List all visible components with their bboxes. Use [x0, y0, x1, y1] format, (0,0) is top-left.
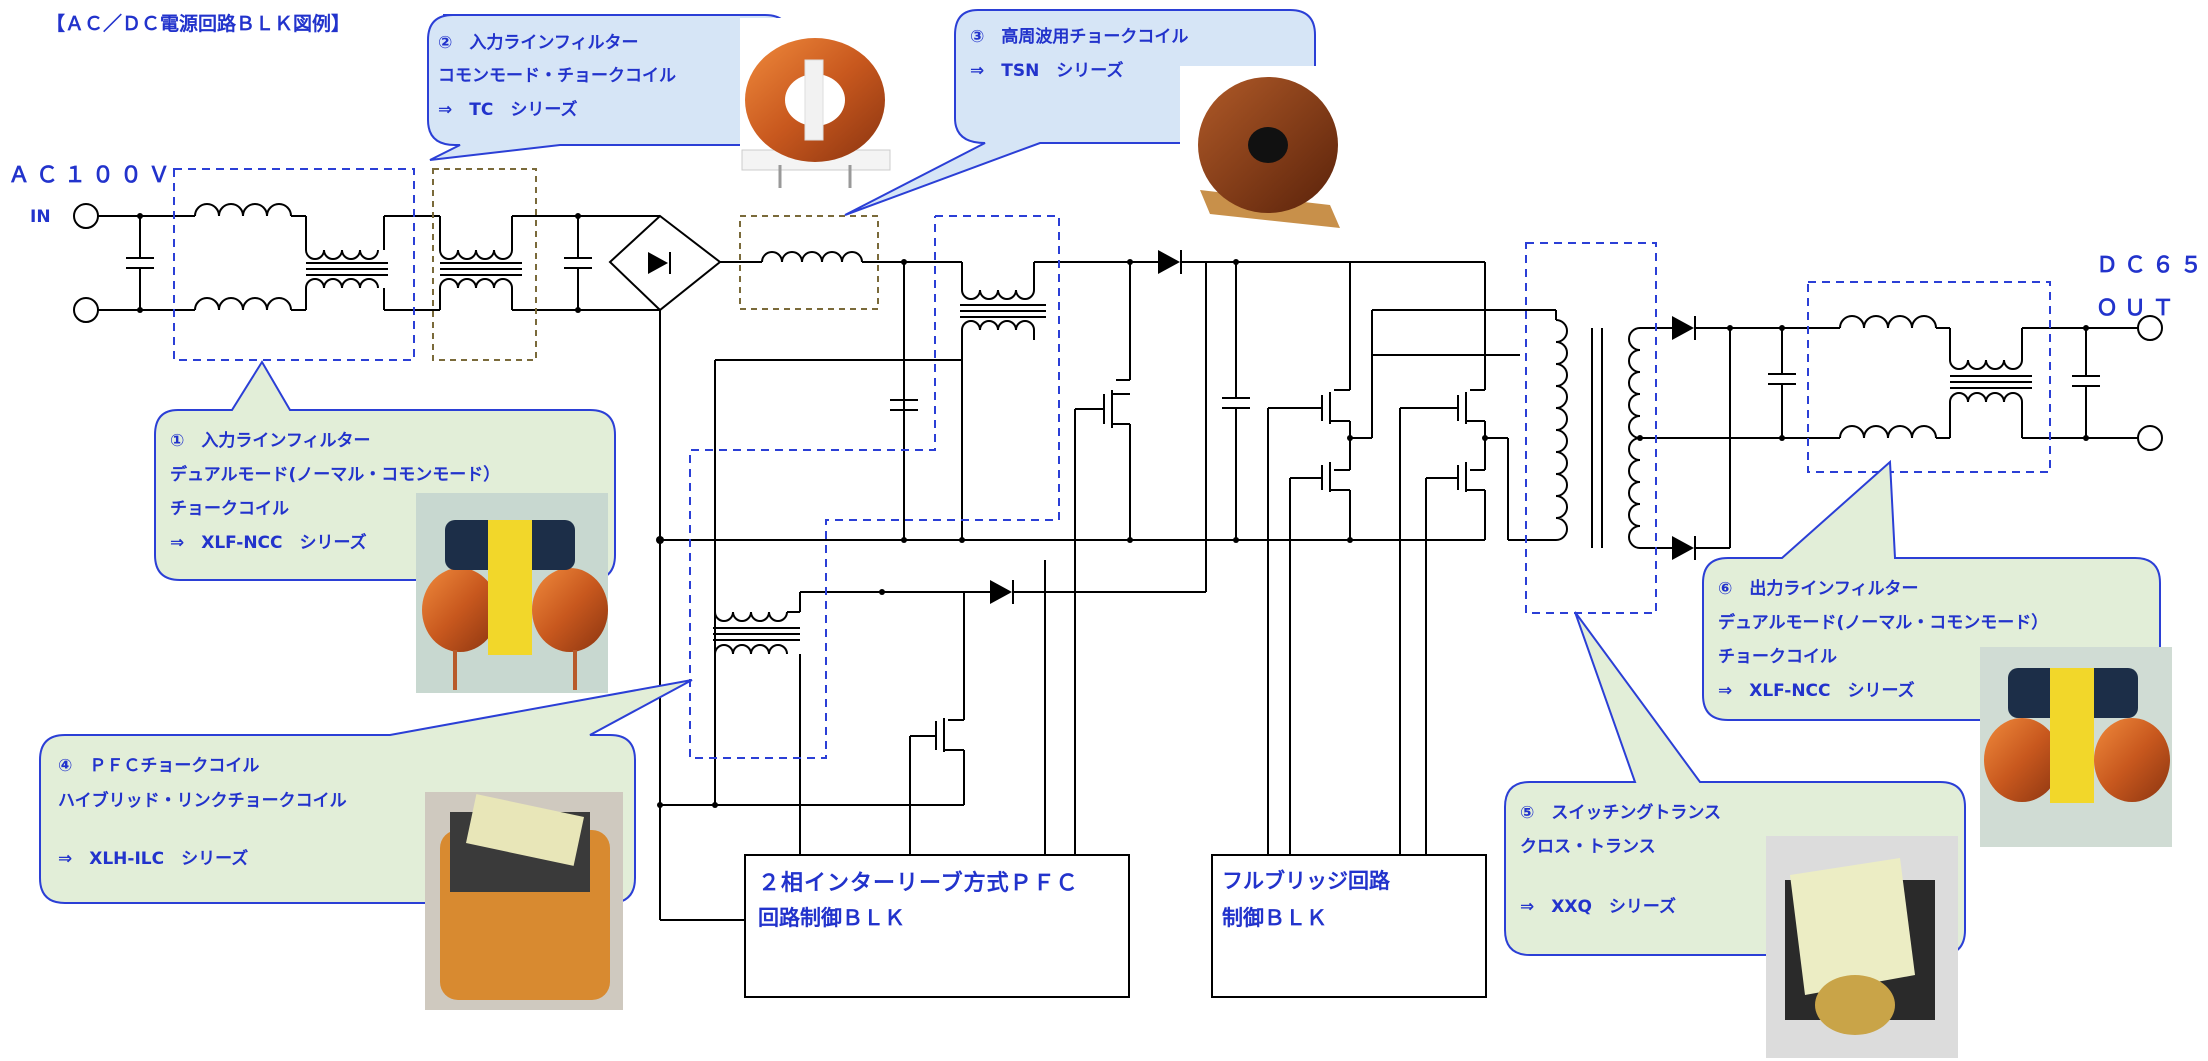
pfc-control-line1: ２相インターリーブ方式ＰＦＣ	[758, 870, 1079, 896]
svg-text:⑥ 出力ラインフィルター: ⑥ 出力ラインフィルター	[1718, 578, 1919, 599]
svg-text:⇒ XLF-NCC シリーズ: ⇒ XLF-NCC シリーズ	[170, 532, 367, 553]
toroid-coil-photo-tsn	[1180, 66, 1358, 241]
group-input-filter-2	[432, 168, 537, 361]
group-switching-transformer	[1525, 242, 1657, 614]
dual-mode-choke-photo	[416, 493, 608, 693]
svg-text:③ 高周波用チョークコイル: ③ 高周波用チョークコイル	[970, 26, 1188, 47]
callout-tc-series: ② 入力ラインフィルター コモンモード・チョークコイル ⇒ TC シリーズ	[427, 14, 791, 161]
pfc-control-block	[744, 854, 1130, 998]
switching-transformer-photo	[1766, 836, 1958, 1058]
toroid-coil-photo	[740, 18, 908, 193]
svg-text:ハイブリッド・リンクチョークコイル: ハイブリッド・リンクチョークコイル	[58, 790, 347, 811]
svg-text:④ ＰＦＣチョークコイル: ④ ＰＦＣチョークコイル	[58, 756, 259, 776]
svg-text:クロス・トランス: クロス・トランス	[1520, 837, 1656, 857]
output-voltage-label: ＤＣ６５Ｖ	[2096, 253, 2208, 278]
pfc-choke-photo	[425, 792, 623, 1010]
svg-text:① 入力ラインフィルター: ① 入力ラインフィルター	[170, 430, 371, 451]
svg-text:コモンモード・チョークコイル: コモンモード・チョークコイル	[438, 66, 676, 86]
group-output-filter	[1807, 281, 2051, 473]
svg-text:チョークコイル: チョークコイル	[170, 499, 289, 519]
output-label: ＯＵＴ	[2096, 296, 2180, 321]
svg-text:⑤ スイッチングトランス: ⑤ スイッチングトランス	[1520, 802, 1721, 823]
group-pfc-choke	[689, 215, 1060, 759]
svg-text:⇒ XLF-NCC シリーズ: ⇒ XLF-NCC シリーズ	[1718, 680, 1915, 701]
callout-tsn-series: ③ 高周波用チョークコイル ⇒ TSN シリーズ	[844, 9, 1316, 216]
svg-text:⇒ TSN シリーズ: ⇒ TSN シリーズ	[970, 60, 1123, 81]
svg-text:⇒ XLH-ILC シリーズ: ⇒ XLH-ILC シリーズ	[58, 848, 248, 869]
svg-text:デュアルモード(ノーマル・コモンモード）: デュアルモード(ノーマル・コモンモード）	[1718, 612, 2048, 633]
svg-text:② 入力ラインフィルター: ② 入力ラインフィルター	[438, 32, 639, 53]
full-bridge-control-block	[1211, 854, 1487, 998]
circuit-wiring	[73, 203, 2163, 921]
group-hf-choke	[739, 215, 879, 310]
svg-text:デュアルモード(ノーマル・コモンモード）: デュアルモード(ノーマル・コモンモード）	[170, 464, 500, 485]
pfc-control-line2: 回路制御ＢＬＫ	[758, 906, 905, 930]
svg-text:⇒ TC シリーズ: ⇒ TC シリーズ	[438, 99, 577, 120]
group-input-filter-1	[173, 168, 415, 361]
dual-mode-choke-photo-output	[1980, 647, 2172, 847]
page-title: 【ＡＣ／ＤＣ電源回路ＢＬＫ図例】	[46, 12, 350, 35]
input-voltage-label: ＡＣ１００Ｖ	[8, 163, 176, 188]
input-label: IN	[30, 207, 51, 227]
bridge-control-line2: 制御ＢＬＫ	[1222, 906, 1327, 930]
svg-text:⇒ XXQ シリーズ: ⇒ XXQ シリーズ	[1520, 896, 1676, 917]
bridge-control-line1: フルブリッジ回路	[1222, 869, 1391, 893]
svg-text:チョークコイル: チョークコイル	[1718, 647, 1837, 667]
